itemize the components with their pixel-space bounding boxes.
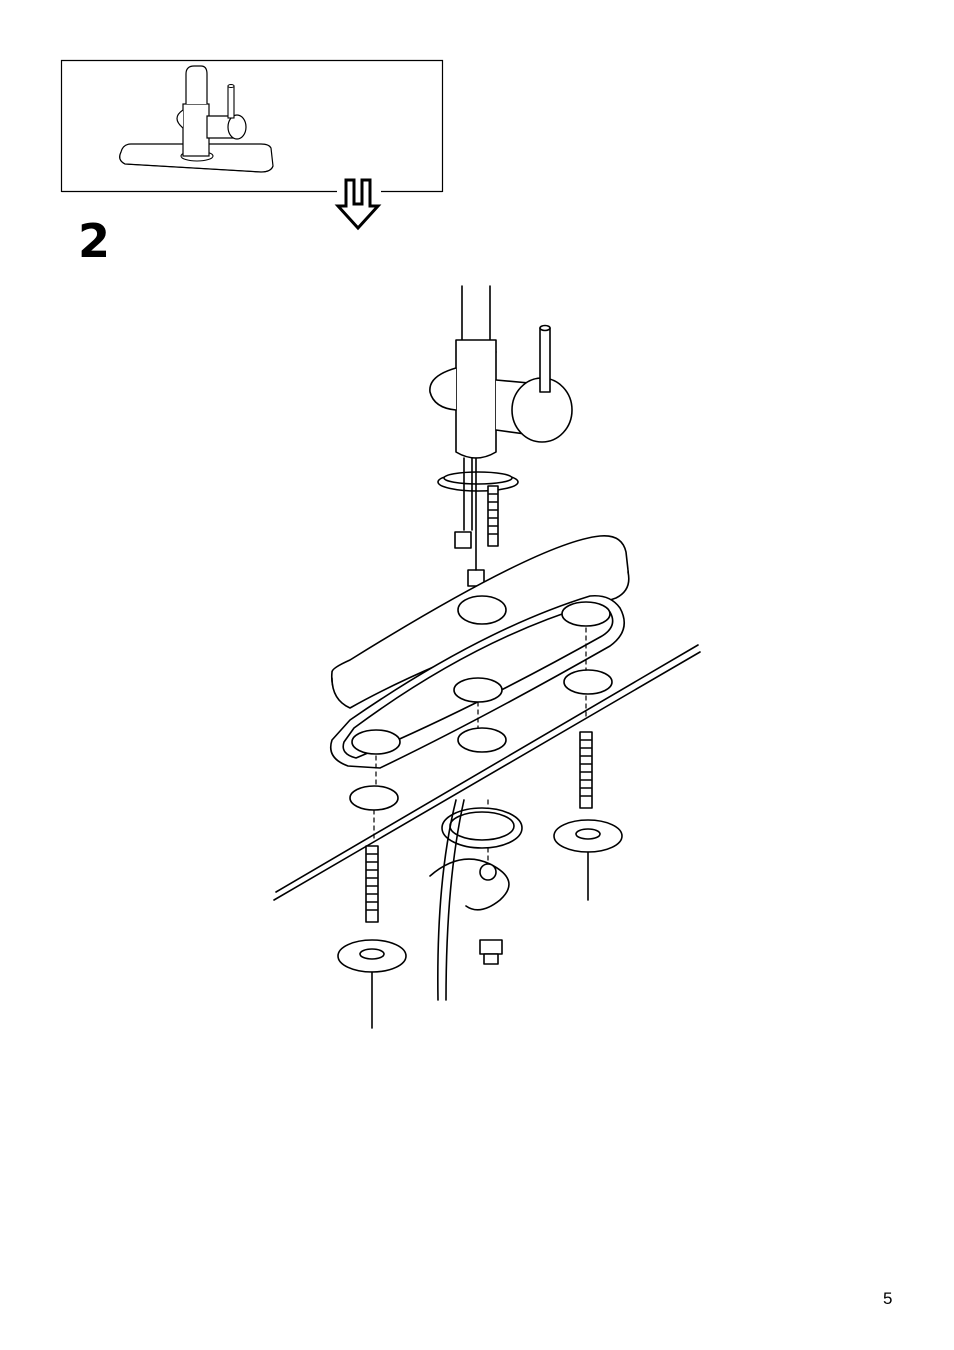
- faucet-assembly-illustration: [260, 280, 720, 1040]
- page-number: 5: [883, 1289, 892, 1309]
- faucet-preview-icon: [61, 60, 443, 192]
- step-number: 2: [78, 218, 109, 264]
- arrow-down-icon: [334, 176, 382, 232]
- preview-box: [61, 60, 443, 192]
